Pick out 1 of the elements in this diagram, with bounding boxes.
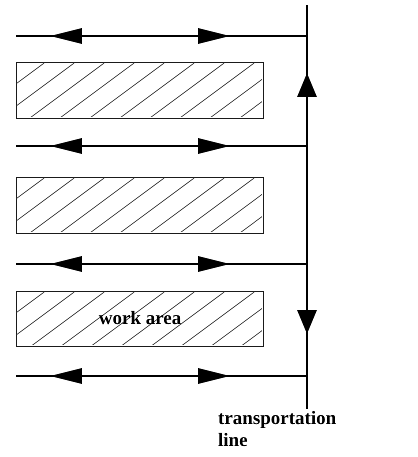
line-label: transportation line: [218, 408, 338, 452]
